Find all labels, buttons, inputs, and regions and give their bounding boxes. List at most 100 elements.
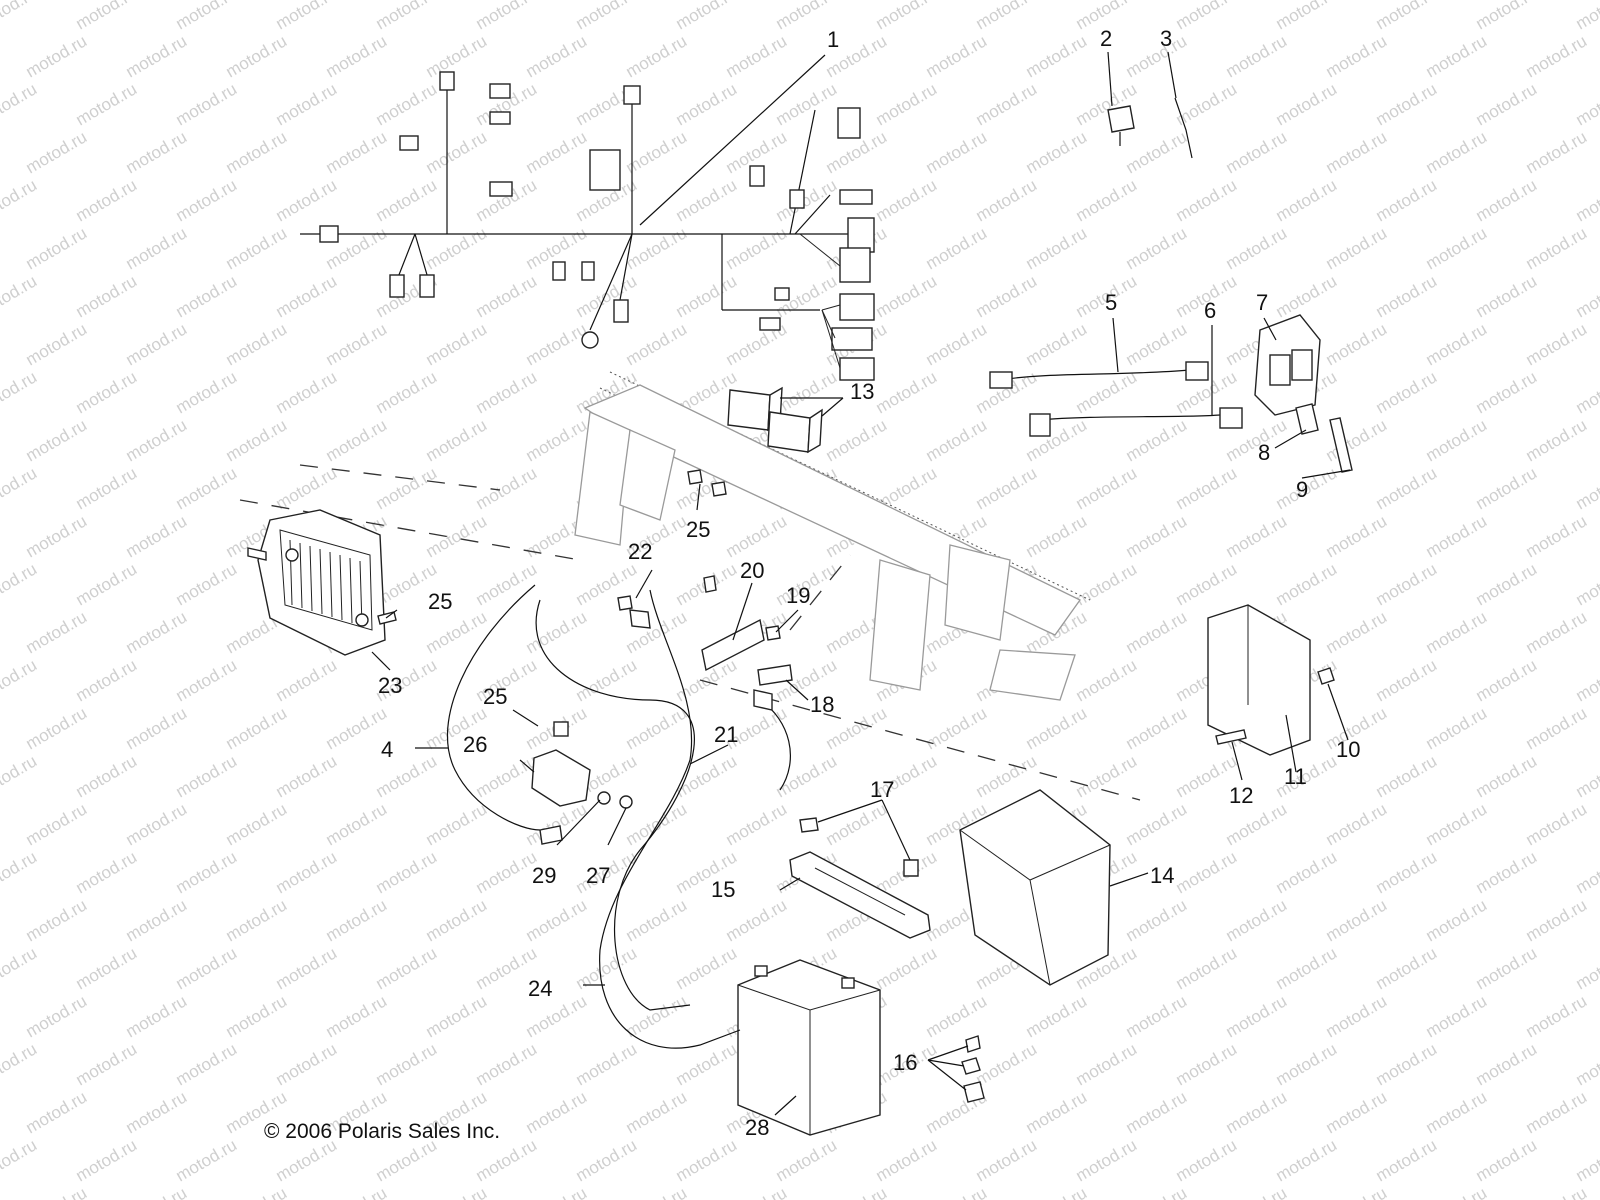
watermark-text: motod.ru <box>123 799 191 849</box>
watermark-text: motod.ru <box>1123 415 1191 465</box>
watermark-text: motod.ru <box>173 655 241 705</box>
watermark-text: motod.ru <box>1523 1183 1591 1200</box>
watermark-text: motod.ru <box>1223 1183 1291 1200</box>
watermark-text: motod.ru <box>1573 559 1600 609</box>
watermark-text: motod.ru <box>1573 271 1600 321</box>
watermark-text: motod.ru <box>123 607 191 657</box>
watermark-text: motod.ru <box>23 895 91 945</box>
watermark-text: motod.ru <box>1423 223 1491 273</box>
callout-20: 20 <box>740 558 764 583</box>
watermark-text: motod.ru <box>523 1087 591 1137</box>
watermark-text: motod.ru <box>1073 1135 1141 1185</box>
watermark-text: motod.ru <box>623 991 691 1041</box>
watermark-text: motod.ru <box>673 271 741 321</box>
watermark-text: motod.ru <box>1473 655 1541 705</box>
watermark-text: motod.ru <box>923 703 991 753</box>
watermark-text: motod.ru <box>623 703 691 753</box>
watermark-text: motod.ru <box>1373 367 1441 417</box>
watermark-text: motod.ru <box>1223 31 1291 81</box>
watermark-text: motod.ru <box>623 895 691 945</box>
watermark-text: motod.ru <box>1373 559 1441 609</box>
watermark-text: motod.ru <box>1423 895 1491 945</box>
watermark-text: motod.ru <box>1373 847 1441 897</box>
watermark-text: motod.ru <box>473 367 541 417</box>
watermark-text: motod.ru <box>223 127 291 177</box>
watermark-text: motod.ru <box>373 367 441 417</box>
watermark-text: motod.ru <box>1123 127 1191 177</box>
watermark-text: motod.ru <box>1323 31 1391 81</box>
watermark-text: motod.ru <box>1523 127 1591 177</box>
callout-22: 22 <box>628 539 652 564</box>
watermark-text: motod.ru <box>1573 0 1600 33</box>
watermark-text: motod.ru <box>73 367 141 417</box>
watermark-text: motod.ru <box>23 703 91 753</box>
watermark-text: motod.ru <box>0 751 40 801</box>
watermark-text: motod.ru <box>623 1087 691 1137</box>
watermark-text: motod.ru <box>123 319 191 369</box>
watermark-text: motod.ru <box>173 0 241 33</box>
watermark-text: motod.ru <box>1173 559 1241 609</box>
watermark-text: motod.ru <box>573 655 641 705</box>
callout-29: 29 <box>532 863 556 888</box>
watermark-text: motod.ru <box>1423 127 1491 177</box>
watermark-text: motod.ru <box>523 319 591 369</box>
watermark-text: motod.ru <box>523 415 591 465</box>
watermark-text: motod.ru <box>1273 847 1341 897</box>
callout-17: 17 <box>870 777 894 802</box>
watermark-text: motod.ru <box>273 847 341 897</box>
watermark-text: motod.ru <box>73 751 141 801</box>
watermark-text: motod.ru <box>1123 991 1191 1041</box>
watermark-text: motod.ru <box>173 271 241 321</box>
watermark-text: motod.ru <box>23 319 91 369</box>
watermark-text: motod.ru <box>423 1183 491 1200</box>
voltage-regulator <box>257 509 386 656</box>
relays <box>727 386 823 454</box>
watermark-text: motod.ru <box>1473 751 1541 801</box>
watermark-text: motod.ru <box>223 991 291 1041</box>
watermark-text: motod.ru <box>923 991 991 1041</box>
watermark-text: motod.ru <box>73 463 141 513</box>
callout-13: 13 <box>850 379 874 404</box>
watermark-text: motod.ru <box>473 271 541 321</box>
watermark-text: motod.ru <box>473 463 541 513</box>
watermark-text: motod.ru <box>1223 991 1291 1041</box>
watermark-text: motod.ru <box>273 0 341 33</box>
watermark-text: motod.ru <box>1023 127 1091 177</box>
watermark-text: motod.ru <box>1023 223 1091 273</box>
watermark-text: motod.ru <box>0 79 40 129</box>
watermark-text: motod.ru <box>323 31 391 81</box>
watermark-text: motod.ru <box>773 175 841 225</box>
watermark-text: motod.ru <box>773 367 841 417</box>
watermark-text: motod.ru <box>223 319 291 369</box>
watermark-text: motod.ru <box>323 799 391 849</box>
watermark-text: motod.ru <box>1423 31 1491 81</box>
watermark-text: motod.ru <box>123 1183 191 1200</box>
watermark-text: motod.ru <box>923 31 991 81</box>
watermark-text: motod.ru <box>223 223 291 273</box>
watermark-text: motod.ru <box>423 223 491 273</box>
watermark-text: motod.ru <box>223 895 291 945</box>
watermark-text: motod.ru <box>1273 79 1341 129</box>
watermark-text: motod.ru <box>1123 895 1191 945</box>
watermark-text: motod.ru <box>1023 703 1091 753</box>
watermark-text: motod.ru <box>173 847 241 897</box>
callout-24: 24 <box>528 976 552 1001</box>
callout-25-mid: 25 <box>483 684 507 709</box>
watermark-text: motod.ru <box>1523 415 1591 465</box>
watermark-text: motod.ru <box>773 79 841 129</box>
watermark-text: motod.ru <box>973 0 1041 33</box>
watermark-text: motod.ru <box>1373 463 1441 513</box>
terminal-hardware <box>961 1035 985 1103</box>
watermark-text: motod.ru <box>1073 751 1141 801</box>
watermark-text: motod.ru <box>1323 895 1391 945</box>
watermark-text: motod.ru <box>873 1135 941 1185</box>
watermark-text: motod.ru <box>1123 1087 1191 1137</box>
watermark-text: motod.ru <box>473 847 541 897</box>
watermark-text: motod.ru <box>873 0 941 33</box>
callout-4: 4 <box>381 737 393 762</box>
watermark-text: motod.ru <box>23 607 91 657</box>
watermark-text: motod.ru <box>0 0 40 33</box>
watermark-text: motod.ru <box>1273 1135 1341 1185</box>
watermark-text: motod.ru <box>373 175 441 225</box>
